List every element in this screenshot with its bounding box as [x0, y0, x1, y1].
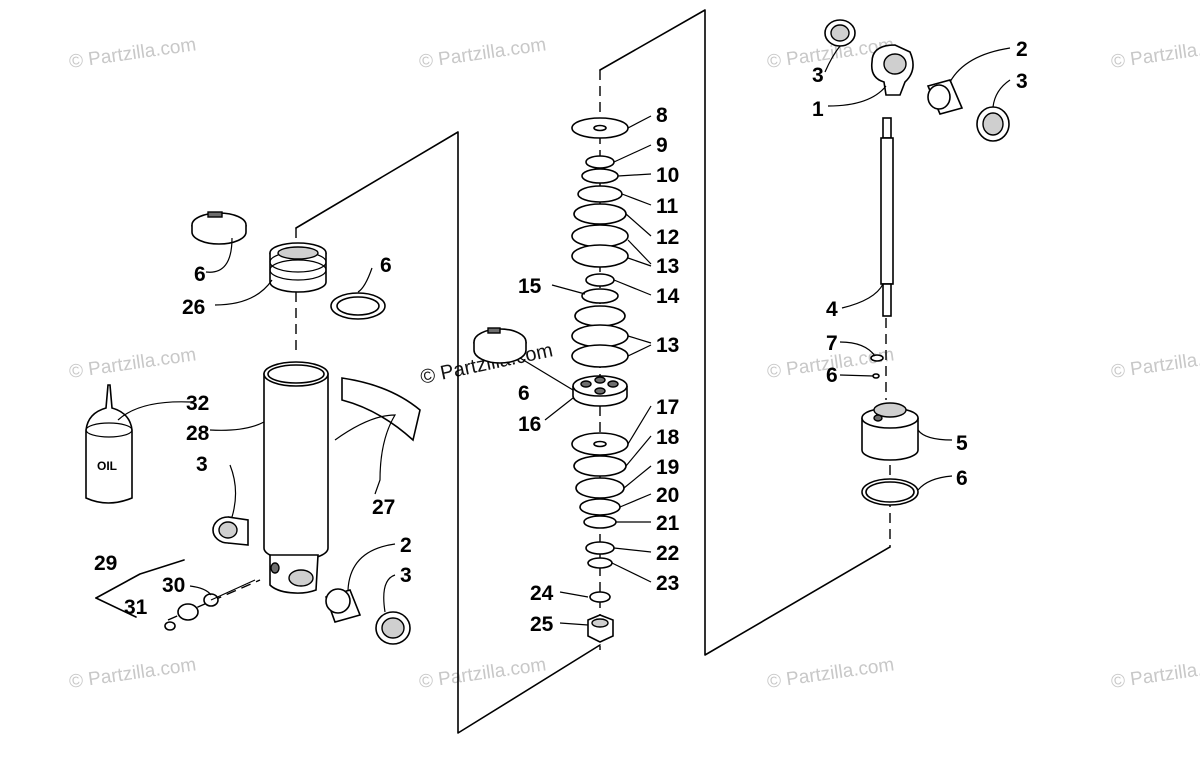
cap-bushing: [269, 242, 327, 293]
watermarks: © Partzilla.com © Partzilla.com © Partzi…: [68, 34, 1200, 693]
shaft-assembly: [824, 19, 1010, 506]
watermark: © Partzilla.com: [68, 654, 198, 693]
callout-number: 6: [518, 382, 530, 405]
watermark: © Partzilla.com: [766, 654, 896, 693]
callout-number: 11: [656, 195, 679, 218]
callout-number: 6: [194, 263, 206, 286]
callout-number: 13: [656, 334, 679, 357]
callout-number: 3: [812, 64, 824, 87]
callout-number: 21: [656, 512, 680, 535]
callout-number: 6: [826, 364, 838, 387]
callout-number: 18: [656, 426, 680, 449]
part-callouts: 1 2 3 3 4 5 6 6 7 8 9 10 11 12 13 14 15 …: [94, 38, 1028, 636]
callout-number: 19: [656, 456, 679, 479]
spacer-lower: [324, 588, 362, 623]
valve-kit: [95, 559, 219, 631]
callout-number: 20: [656, 484, 679, 507]
callout-number: 8: [656, 104, 668, 127]
assembly-frames: [295, 9, 891, 734]
shock-body: [263, 361, 329, 594]
callout-number: 27: [372, 496, 395, 519]
callout-number: 22: [656, 542, 679, 565]
bushing-left: [212, 516, 249, 546]
callout-number: 1: [812, 98, 824, 121]
callout-number: 29: [94, 552, 117, 575]
cap-ring: [191, 211, 247, 245]
callout-number: 30: [162, 574, 185, 597]
callout-number: 3: [400, 564, 412, 587]
watermark: © Partzilla.com: [68, 344, 198, 383]
callout-number: 10: [656, 164, 679, 187]
watermark: © Partzilla.com: [1110, 344, 1200, 383]
watermark: © Partzilla.com: [418, 654, 548, 693]
callout-number: 4: [826, 298, 838, 321]
callout-number: 3: [1016, 70, 1028, 93]
watermark: © Partzilla.com: [1110, 654, 1200, 693]
callout-number: 6: [956, 467, 968, 490]
callout-number: 32: [186, 392, 209, 415]
oil-bottle-label: OIL: [97, 459, 117, 473]
callout-number: 15: [518, 275, 542, 298]
callout-number: 25: [530, 613, 554, 636]
callout-number: 24: [530, 582, 554, 605]
callout-number: 14: [656, 285, 680, 308]
valve-shim-stack: [473, 117, 629, 643]
callout-number: 5: [956, 432, 968, 455]
watermark: © Partzilla.com: [68, 34, 198, 73]
callout-number: 23: [656, 572, 679, 595]
callout-number: 13: [656, 255, 679, 278]
seal-ring: [330, 292, 386, 320]
callout-number: 28: [186, 422, 210, 445]
callout-number: 6: [380, 254, 392, 277]
callout-number: 26: [182, 296, 205, 319]
heat-shield: [341, 377, 421, 442]
callout-number: 3: [196, 453, 208, 476]
leader-lines: [117, 45, 1011, 626]
callout-number: 2: [1016, 38, 1028, 61]
callout-number: 9: [656, 134, 668, 157]
callout-number: 2: [400, 534, 412, 557]
callout-number: 7: [826, 332, 838, 355]
callout-number: 12: [656, 226, 679, 249]
bushing-lower: [375, 611, 411, 645]
callout-number: 16: [518, 413, 541, 436]
callout-number: 31: [124, 596, 148, 619]
callout-number: 17: [656, 396, 679, 419]
watermark: © Partzilla.com: [1110, 34, 1200, 73]
oil-bottle: OIL: [85, 384, 133, 504]
watermark: © Partzilla.com: [418, 34, 548, 73]
